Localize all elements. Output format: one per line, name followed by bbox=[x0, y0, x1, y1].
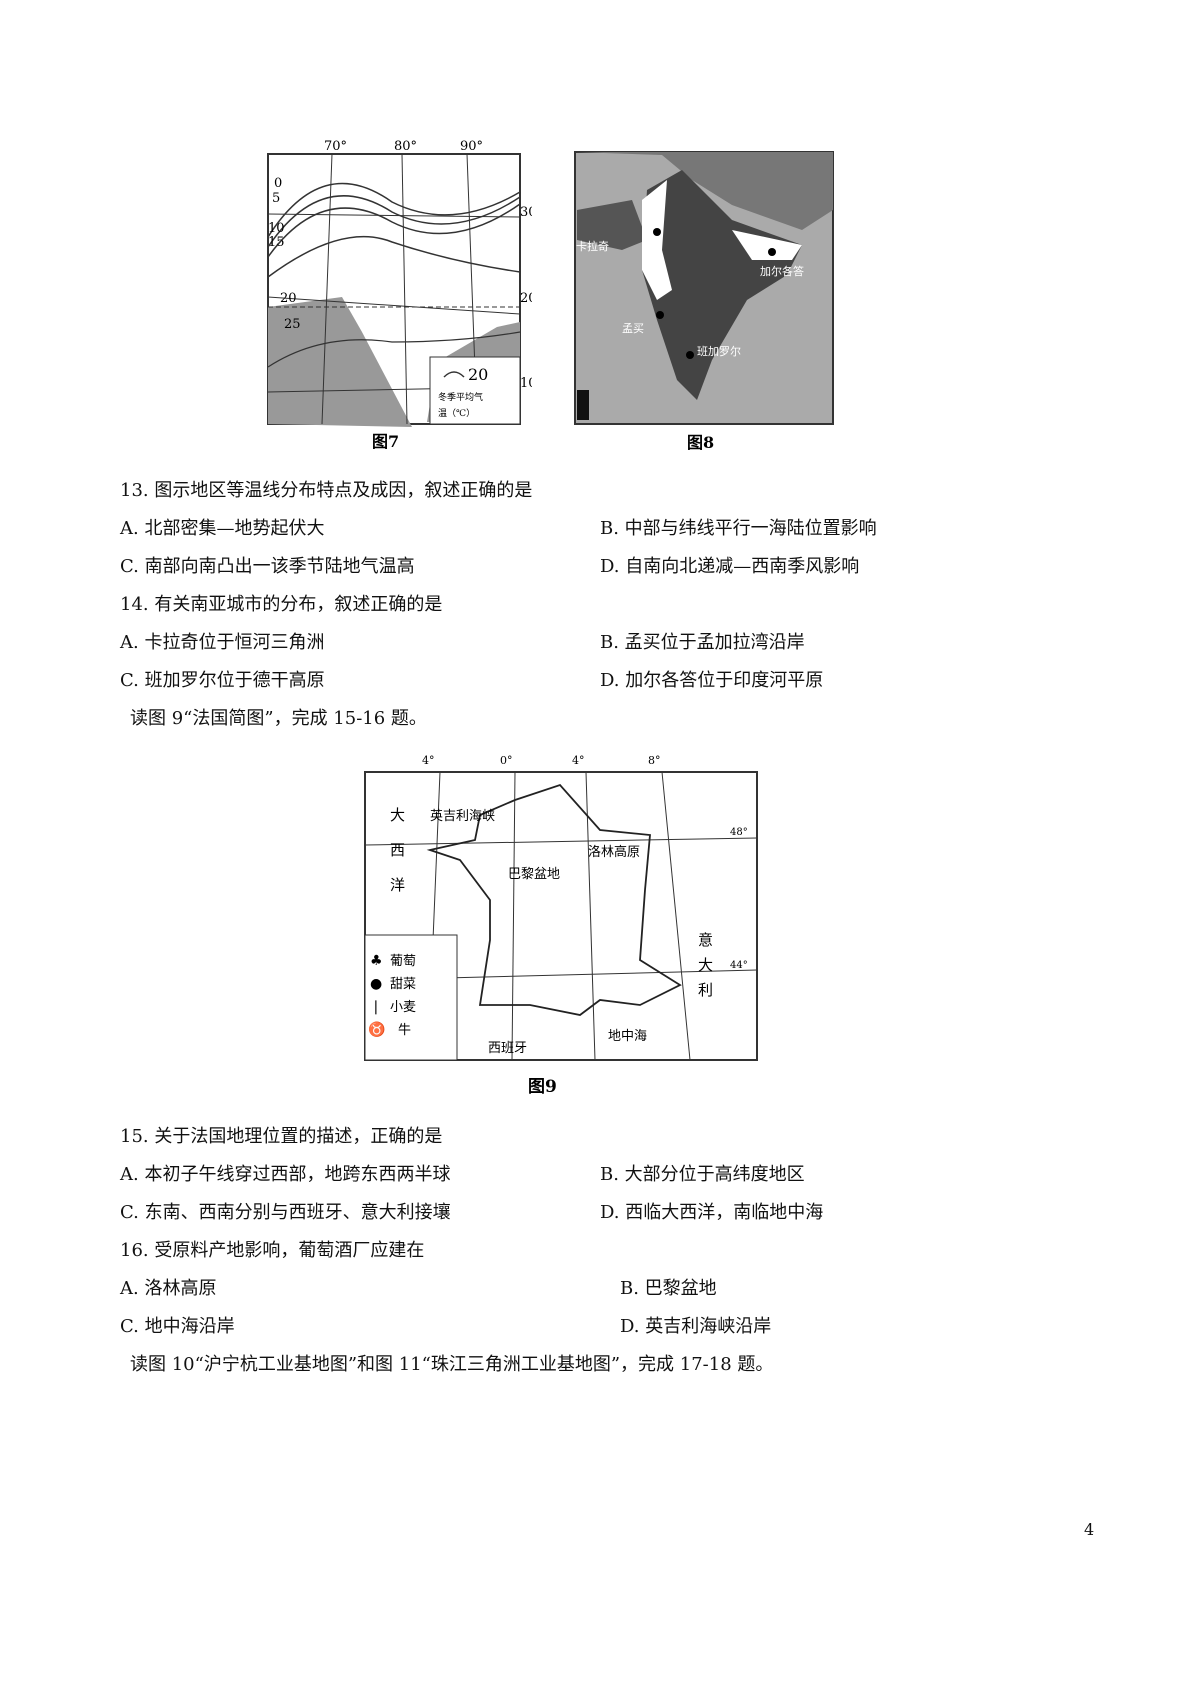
lat-label: 30° bbox=[520, 205, 532, 220]
city-label: 孟买 bbox=[622, 322, 644, 335]
isotherm-label: 5 bbox=[272, 191, 280, 206]
figure-9-france-map: 葡萄 甜菜 小麦 牛 ♣ ● ❘ ♉ 4° 0° 4° 8° 48° 44° 大… bbox=[364, 754, 758, 1097]
option-c[interactable]: C. 地中海沿岸 bbox=[120, 1316, 235, 1337]
page-number: 4 bbox=[1084, 1520, 1095, 1539]
place-label: 英吉利海峡 bbox=[430, 809, 495, 824]
isotherm-label: 10 bbox=[268, 221, 285, 236]
figure-8-india-map: 卡拉奇 孟买 班加罗尔 加尔各答 图8 bbox=[574, 151, 834, 452]
isotherm-label: 15 bbox=[268, 235, 285, 250]
lat-label: 44° bbox=[730, 960, 748, 971]
figure-caption: 图8 bbox=[687, 433, 714, 452]
option-c[interactable]: C. 东南、西南分别与西班牙、意大利接壤 bbox=[120, 1202, 451, 1223]
instruction: 读图 9“法国简图”，完成 15-16 题。 bbox=[130, 708, 427, 729]
isotherm-legend-icon bbox=[443, 371, 465, 378]
place-label: 地中海 bbox=[608, 1029, 647, 1044]
place-label: 西 bbox=[390, 841, 405, 859]
wheat-icon: ❘ bbox=[370, 999, 382, 1015]
question-13-stem: 13. 图示地区等温线分布特点及成因，叙述正确的是 bbox=[120, 480, 533, 501]
city-label: 班加罗尔 bbox=[697, 345, 741, 358]
legend-value: 20 bbox=[468, 365, 488, 384]
lon-label: 90° bbox=[460, 139, 483, 154]
place-label: 巴黎盆地 bbox=[508, 867, 560, 882]
place-label: 意 bbox=[698, 931, 713, 949]
figure-7-isotherm-map: 20 冬季平均气 温（℃） 70° 80° 90° 30° 20° 10° 0 … bbox=[267, 139, 532, 451]
legend-wheat: 小麦 bbox=[390, 1000, 416, 1015]
isotherm-label: 25 bbox=[284, 317, 301, 332]
figure-caption: 图7 bbox=[372, 432, 399, 451]
lat-label: 48° bbox=[730, 827, 748, 838]
option-a[interactable]: A. 北部密集—地势起伏大 bbox=[120, 518, 325, 539]
isotherm-label: 0 bbox=[274, 176, 282, 191]
lon-label: 8° bbox=[648, 754, 661, 767]
option-c[interactable]: C. 班加罗尔位于德干高原 bbox=[120, 670, 325, 691]
instruction: 读图 10“沪宁杭工业基地图”和图 11“珠江三角洲工业基地图”，完成 17-1… bbox=[130, 1354, 774, 1375]
lon-label: 70° bbox=[324, 139, 347, 154]
grape-icon: ♣ bbox=[370, 953, 383, 969]
legend-beet: 甜菜 bbox=[390, 976, 416, 992]
lon-label: 80° bbox=[394, 139, 417, 154]
place-label: 大 bbox=[698, 956, 713, 974]
lon-label: 4° bbox=[572, 754, 585, 767]
city-label: 加尔各答 bbox=[760, 264, 804, 278]
question-16-stem: 16. 受原料产地影响，葡萄酒厂应建在 bbox=[120, 1240, 425, 1261]
question-15-stem: 15. 关于法国地理位置的描述，正确的是 bbox=[120, 1126, 443, 1147]
lat-label: 20° bbox=[520, 291, 532, 306]
legend-text: 温（℃） bbox=[438, 408, 475, 419]
place-label: 利 bbox=[698, 981, 713, 999]
figure-caption: 图9 bbox=[528, 1077, 557, 1097]
legend-swatch bbox=[577, 390, 589, 420]
option-b[interactable]: B. 孟买位于孟加拉湾沿岸 bbox=[600, 632, 805, 653]
legend-grape: 葡萄 bbox=[390, 954, 416, 969]
option-d[interactable]: D. 西临大西洋，南临地中海 bbox=[600, 1202, 824, 1223]
option-a[interactable]: A. 洛林高原 bbox=[120, 1278, 217, 1299]
lon-label: 4° bbox=[422, 754, 435, 767]
option-d[interactable]: D. 自南向北递减—西南季风影响 bbox=[600, 556, 860, 577]
lat-label: 10° bbox=[520, 376, 532, 391]
option-b[interactable]: B. 大部分位于高纬度地区 bbox=[600, 1164, 805, 1185]
option-a[interactable]: A. 卡拉奇位于恒河三角洲 bbox=[120, 632, 325, 653]
legend-text: 冬季平均气 bbox=[438, 391, 483, 403]
option-b[interactable]: B. 中部与纬线平行一海陆位置影响 bbox=[600, 518, 877, 539]
city-label: 卡拉奇 bbox=[576, 239, 609, 253]
option-c[interactable]: C. 南部向南凸出一该季节陆地气温高 bbox=[120, 556, 415, 577]
question-14-stem: 14. 有关南亚城市的分布，叙述正确的是 bbox=[120, 594, 443, 615]
option-b[interactable]: B. 巴黎盆地 bbox=[620, 1278, 717, 1299]
place-label: 洋 bbox=[390, 876, 405, 894]
option-d[interactable]: D. 英吉利海峡沿岸 bbox=[620, 1316, 772, 1337]
place-label: 洛林高原 bbox=[588, 844, 640, 860]
beet-icon: ● bbox=[370, 976, 382, 992]
legend-cattle: 牛 bbox=[398, 1023, 411, 1038]
isotherm-label: 20 bbox=[280, 291, 297, 306]
option-a[interactable]: A. 本初子午线穿过西部，地跨东西两半球 bbox=[120, 1164, 451, 1185]
lon-label: 0° bbox=[500, 754, 513, 767]
option-d[interactable]: D. 加尔各答位于印度河平原 bbox=[600, 670, 824, 691]
cattle-icon: ♉ bbox=[368, 1021, 385, 1038]
place-label: 西班牙 bbox=[488, 1041, 527, 1056]
place-label: 大 bbox=[390, 806, 405, 824]
